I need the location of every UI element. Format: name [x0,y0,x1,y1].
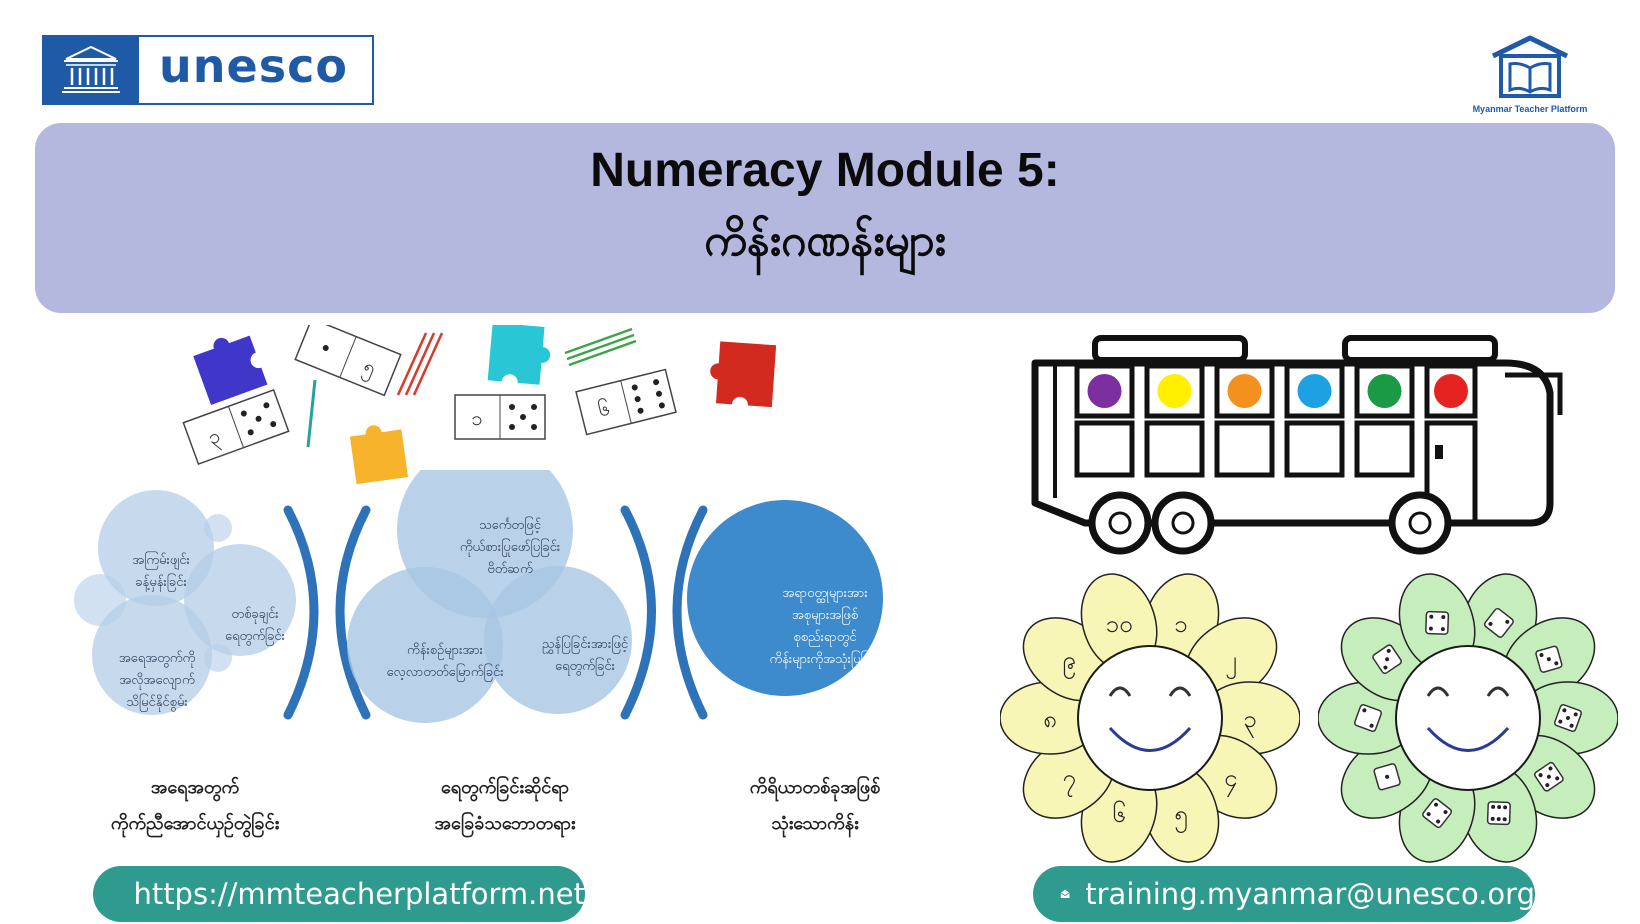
puzzle-piece-icon [349,425,409,485]
petal-numeral: ၇ [1062,764,1076,797]
bus-window [1354,363,1415,419]
bus-window [1284,363,1345,419]
dice-icon [1535,645,1563,673]
venn-left-label-1: အကြမ်းဖျင်း ခန့်မှန်းခြင်း [132,553,190,590]
bus-window [1074,363,1135,419]
venn-diagrams [74,470,883,723]
envelope-icon [1060,889,1070,898]
color-dot [1227,374,1262,408]
smiley-face-icon [1426,686,1510,752]
unesco-logo: unesco [42,35,374,105]
unesco-temple-icon [44,37,139,103]
color-dot [1434,374,1468,408]
venn-left-circles [74,490,296,715]
venn-middle-circles [347,470,632,723]
petal-numeral: ၈ [1043,705,1057,733]
unesco-wordmark: unesco [159,39,348,93]
dice-icon [1372,644,1402,675]
petal-numeral: ၄ [1224,764,1238,797]
book-house-icon [1491,35,1569,98]
color-dot [1367,374,1402,408]
dice-icon [1486,801,1511,826]
color-dot [1087,374,1122,408]
puzzle-piece-icon [487,325,551,385]
dice-icon [1422,798,1453,829]
bracket-divider [335,505,371,720]
domino-icon: ၃ [182,388,290,466]
dice-icon [1373,763,1401,791]
domino-icon: ၆ [575,368,677,436]
dice-icon [1534,761,1564,792]
bracket-divider [283,505,319,720]
counting-stick-icon [306,379,317,448]
petal-numeral: ၆ [1112,799,1126,828]
venn-middle-label-2: ကိန်းစဥ်များအား လေ့လာတတ်မြောက်ခြင်း [386,643,504,680]
color-dot [1297,374,1332,408]
dice-icon [1483,607,1514,638]
petal-numeral: ၉ [1062,646,1076,679]
email-address: training.myanmar@unesco.org [1085,877,1535,911]
email-link[interactable]: training.myanmar@unesco.org [1033,866,1535,922]
website-link[interactable]: https://mmteacherplatform.net [93,866,585,922]
caption-counting: ရေတွက်ခြင်းဆိုင်ရာ အခြေခံသဘောတရား [434,777,576,834]
petal-numeral: ၁၀ [1106,610,1133,638]
puzzle-piece-icon [710,341,777,408]
petal-numeral: ၁ [1174,610,1188,638]
smiley-face-icon [1108,686,1192,752]
bracket-divider [672,505,708,720]
venn-left-label-3: အရေအတွက်ကို အလိုအလျောက် သိမြင်နိုင်စွမ်း [118,651,196,710]
caption-number-tool: ကိရိယာတစ်ခုအဖြစ် သုံးသောကိန်း [749,777,881,834]
bus-window [1424,363,1478,419]
domino-icon: ၁ [454,394,546,440]
domino-numeral: ၁ [471,406,482,430]
dice-icon [1553,703,1583,733]
title-banner: Numeracy Module 5: ကိန်းဂဏန်းများ [35,123,1615,313]
venn-middle-label-1: သင်္ကေတဖြင့် ကိုယ်စားပြုဖော်ပြခြင်း ဗိတ်… [459,518,561,577]
dice-icon [1353,703,1383,733]
manipulatives-illustration: ၃ ၅ ၁ ၆ [182,325,777,485]
petal-numeral: ၅ [1174,800,1188,833]
module-subtitle: ကိန်းဂဏန်းများ [704,215,946,266]
counting-sticks-icon [564,327,637,367]
petal-numeral: ၃ [1243,705,1257,738]
venn-left-label-2: တစ်ခုချင်း ရေတွက်ခြင်း [225,607,285,644]
bus-illustration [1031,335,1563,555]
venn-right-label: အရာဝတ္ထုများအား အစုများအဖြစ် စုစည်းရာတွင… [769,586,881,667]
dice-icon [1425,610,1450,635]
dice-flower [1318,573,1618,863]
domino-icon: ၅ [294,325,402,397]
bus-window [1214,363,1275,419]
petal-numeral: ၂ [1225,646,1237,679]
module-title: Numeracy Module 5: [590,144,1060,197]
bus-window [1144,363,1205,419]
counting-sticks-icon [396,332,444,396]
mtp-caption: Myanmar Teacher Platform [1472,104,1588,114]
mtp-logo: Myanmar Teacher Platform [1465,34,1595,118]
venn-right-circle [687,500,883,696]
color-dot [1157,374,1192,408]
venn-middle-label-3: ညွှန်ပြခြင်းအားဖြင့် ရေတွက်ခြင်း [541,637,629,674]
puzzle-piece-icon [193,335,268,406]
bracket-divider [620,505,656,720]
website-url: https://mmteacherplatform.net [133,877,585,911]
bus-wheels [1088,491,1452,555]
bus-windows [1074,363,1478,419]
caption-matching: အရေအတွက် ကိုက်ညီအောင်ယှဉ်တွဲခြင်း [110,777,280,834]
